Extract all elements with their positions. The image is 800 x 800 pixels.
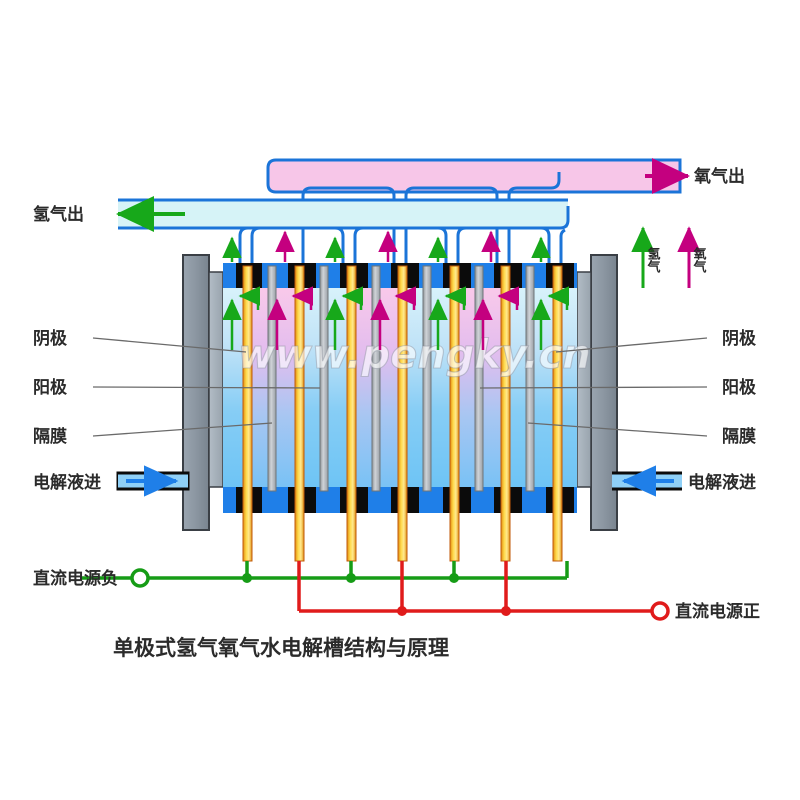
leader-lines — [92, 337, 708, 437]
hydrogen-riser-pipes — [238, 226, 566, 277]
label-cathode-right: 阴极 — [722, 329, 756, 349]
positive-bus-wire — [297, 561, 656, 613]
negative-bus-junctions — [242, 573, 459, 583]
riser-gas-arrows — [222, 230, 551, 262]
electrolyte-inlet-right — [612, 465, 682, 497]
label-oxygen-out-right: 氧气出 — [693, 166, 745, 187]
watermark: www.pengky.cn — [238, 332, 591, 378]
label-dc-positive: 直流电源正 — [675, 601, 760, 622]
negative-bus-wire — [80, 561, 569, 580]
label-electrolyte-in-left: 电解液进 — [33, 472, 101, 493]
label-anode-left: 阳极 — [33, 378, 67, 398]
label-hydrogen-out-left: 氢气出 — [33, 204, 84, 225]
dc-negative-terminal[interactable] — [130, 568, 150, 588]
positive-bus-junctions — [397, 606, 511, 616]
internal-hydrogen-arrows — [222, 286, 569, 350]
electrodes-and-membranes — [242, 265, 563, 562]
legend-hydrogen-label: 氢气 — [645, 246, 661, 274]
end-plate-right — [576, 254, 618, 531]
label-membrane-right: 隔膜 — [722, 426, 756, 447]
dc-positive-terminal[interactable] — [650, 601, 670, 621]
label-electrolyte-in-right: 电解液进 — [688, 472, 756, 493]
hydrogen-header-pipe — [118, 198, 570, 230]
electrolyte-inlet-left — [116, 465, 190, 497]
label-dc-negative: 直流电源负 — [33, 568, 118, 589]
diagram-title: 单极式氢气氧气水电解槽结构与原理 — [113, 636, 449, 660]
gas-legend: 氢气 氧气 — [631, 226, 708, 288]
label-anode-right: 阳极 — [722, 378, 756, 398]
oxygen-riser-pipes — [301, 172, 561, 277]
internal-oxygen-arrows — [267, 286, 519, 350]
legend-oxygen-label: 氧气 — [691, 246, 708, 274]
label-membrane-left: 隔膜 — [33, 426, 67, 447]
label-cathode-left: 阴极 — [33, 329, 67, 349]
